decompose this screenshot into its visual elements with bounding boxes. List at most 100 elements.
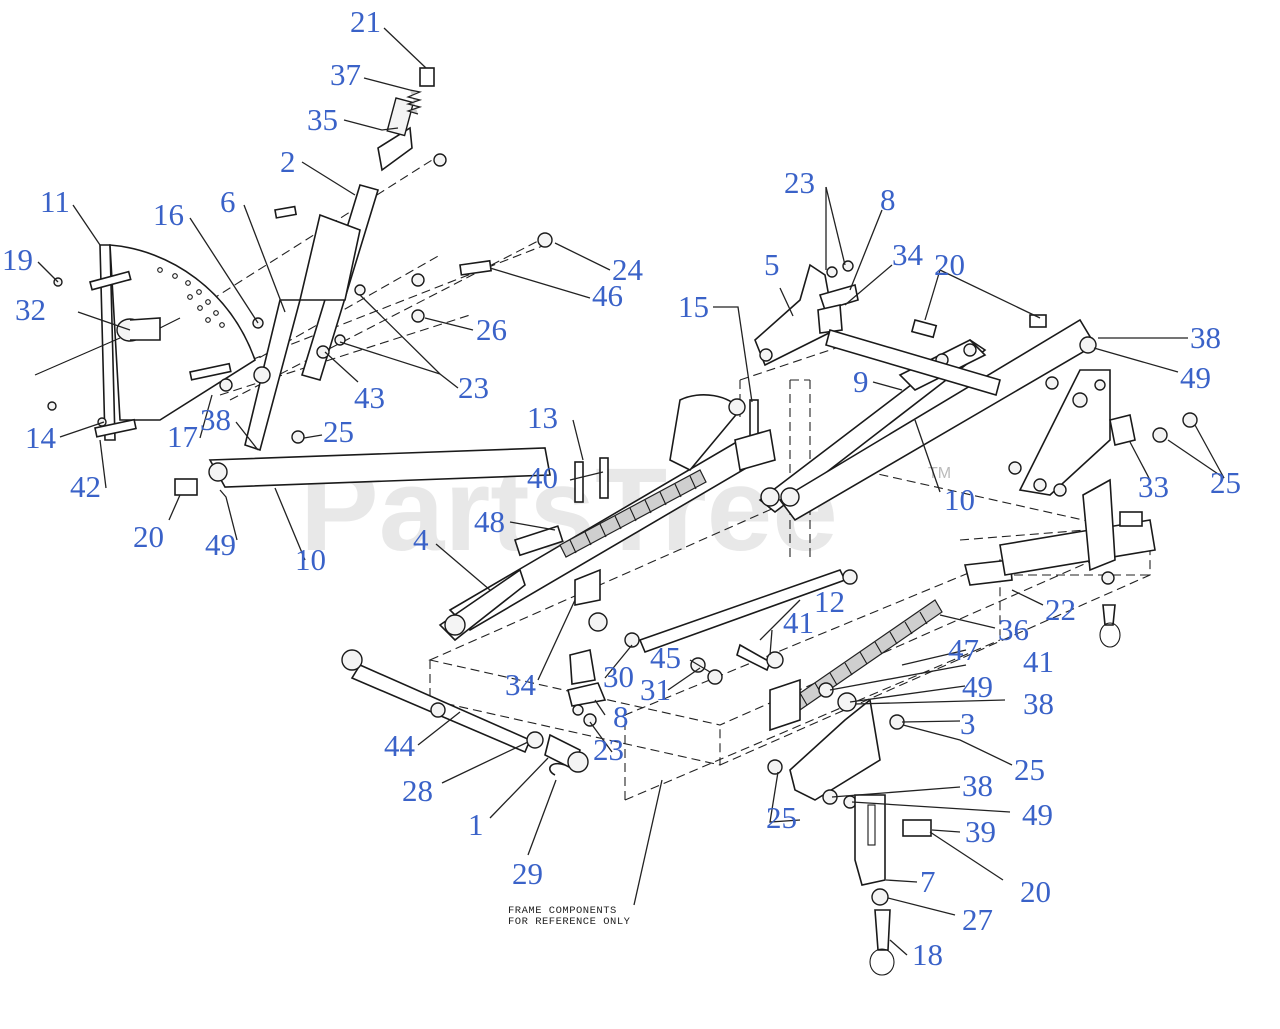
center-assembly (341, 394, 858, 776)
nut (47, 401, 57, 411)
callout-17: 17 (167, 419, 198, 454)
bolt-20-lower (902, 819, 932, 837)
callout-8-right: 8 (880, 182, 896, 217)
callout-34-right: 34 (892, 237, 924, 272)
callout-38-right: 38 (1190, 320, 1221, 355)
callout-38-lower: 38 (962, 768, 993, 803)
callout-39: 39 (965, 814, 996, 849)
callout-4: 4 (413, 522, 429, 557)
callout-5: 5 (764, 247, 780, 282)
callout-27: 27 (962, 902, 993, 937)
bracket-5 (754, 263, 836, 367)
callout-25-lower: 25 (766, 800, 797, 835)
leader-lines (37, 27, 1225, 956)
quadrant-holes (157, 267, 225, 328)
lever-arm (244, 299, 302, 452)
handle-grip (377, 126, 413, 172)
callout-45: 45 (650, 640, 681, 675)
callout-37: 37 (330, 57, 361, 92)
left-lift-assembly (34, 67, 553, 496)
pin (89, 270, 132, 291)
callout-8-center: 8 (613, 699, 629, 734)
callout-42: 42 (70, 469, 101, 504)
callout-12: 12 (814, 584, 845, 619)
pivot-tube-46 (459, 259, 493, 276)
lift-arm-3 (789, 698, 881, 801)
callout-10-left: 10 (295, 542, 326, 577)
hairpin-29 (549, 762, 566, 776)
pivot-shaft (825, 329, 1001, 396)
callout-23-right: 23 (784, 165, 815, 200)
callout-20-lower: 20 (1020, 874, 1051, 909)
callout-6: 6 (220, 184, 236, 219)
callout-38-left: 38 (200, 402, 231, 437)
handle-pin (94, 418, 137, 438)
callout-13: 13 (527, 400, 558, 435)
bolt-13 (599, 457, 609, 499)
note-line-2: FOR REFERENCE ONLY (508, 916, 631, 928)
callout-25-mid: 25 (1014, 752, 1045, 787)
callout-22: 22 (1045, 592, 1076, 627)
callout-34-center: 34 (505, 667, 537, 702)
callout-23-center: 23 (593, 732, 624, 767)
callout-47: 47 (948, 632, 979, 667)
spring-rod (513, 525, 564, 557)
callout-11: 11 (40, 184, 70, 219)
bolt-20 (174, 478, 198, 496)
clamp-plate-8-right (818, 283, 859, 311)
callout-29: 29 (512, 856, 543, 891)
callout-9: 9 (853, 364, 869, 399)
callout-41-right: 41 (1023, 644, 1054, 679)
right-assembly (754, 260, 1198, 976)
callout-21: 21 (350, 4, 381, 39)
callout-36: 36 (998, 612, 1029, 647)
hanger-bracket-7 (854, 794, 886, 886)
callout-1: 1 (468, 807, 484, 842)
callout-49-lower: 49 (1022, 797, 1053, 832)
watermark-trademark: TM (928, 465, 951, 482)
callout-20-top: 20 (934, 247, 965, 282)
pin (189, 362, 232, 381)
callout-32: 32 (15, 292, 46, 327)
callout-30: 30 (603, 659, 634, 694)
callout-23-left: 23 (458, 370, 489, 405)
callout-7: 7 (920, 864, 936, 899)
callout-40: 40 (527, 460, 558, 495)
note-line-1: FRAME COMPONENTS (508, 905, 617, 917)
callout-44: 44 (384, 728, 416, 763)
clamp-lower (569, 649, 596, 685)
knob-33 (1109, 414, 1136, 446)
callout-18: 18 (912, 937, 943, 972)
frame-note: FRAME COMPONENTS FOR REFERENCE ONLY (508, 905, 631, 928)
callout-20-left: 20 (133, 519, 164, 554)
callout-41-top: 41 (783, 605, 814, 640)
callout-26: 26 (476, 312, 507, 347)
callout-25-left: 25 (323, 414, 354, 449)
callout-33: 33 (1138, 469, 1169, 504)
button-21 (419, 67, 435, 87)
callout-38-mid: 38 (1023, 686, 1054, 721)
height-quadrant-plate (109, 244, 256, 421)
callout-14: 14 (25, 420, 57, 455)
bolt-13 (574, 461, 584, 503)
clamp-plate-8 (567, 682, 607, 707)
callout-19: 19 (2, 242, 33, 277)
callout-43: 43 (354, 380, 385, 415)
callout-35: 35 (307, 102, 338, 137)
callout-10-right: 10 (944, 482, 975, 517)
callout-15: 15 (678, 289, 709, 324)
callout-3: 3 (960, 706, 976, 741)
lever-plate (298, 213, 361, 301)
callout-28: 28 (402, 773, 433, 808)
callout-49-right: 49 (1180, 360, 1211, 395)
handle-spring (405, 89, 423, 115)
block-47 (769, 678, 801, 732)
callout-49-left: 49 (205, 527, 236, 562)
callout-labels: 21 37 35 2 11 16 6 19 32 14 42 17 38 20 … (2, 4, 1241, 972)
clamp-upper (574, 568, 601, 606)
handle-tube (386, 97, 415, 137)
quadrant-bar (99, 244, 116, 441)
callout-49-mid: 49 (962, 669, 993, 704)
callout-2: 2 (280, 144, 296, 179)
